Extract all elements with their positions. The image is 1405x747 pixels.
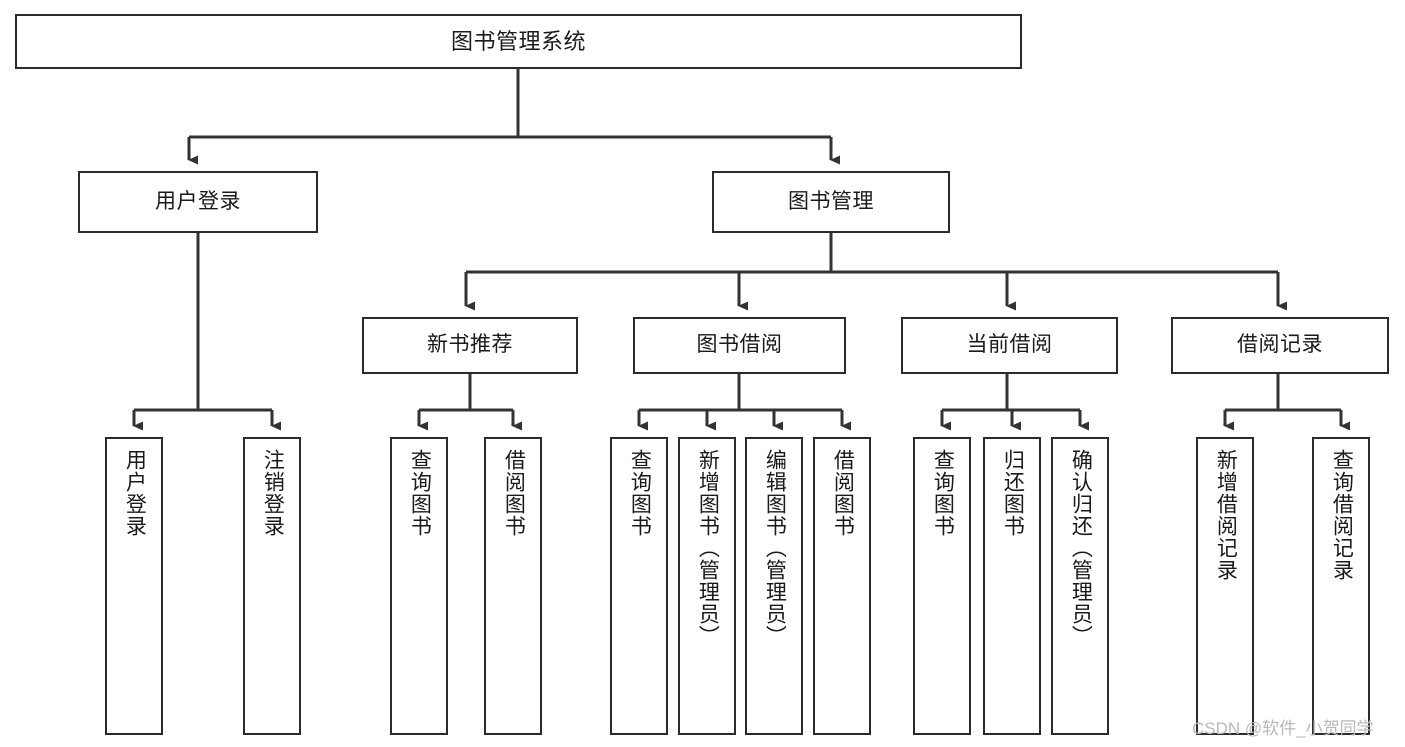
node-leaf-query-record-label: 查询借阅记录 xyxy=(1330,449,1354,581)
node-leaf-user-login-label: 用户登录 xyxy=(123,449,147,537)
node-leaf-query-book[interactable]: 查询图书 xyxy=(610,437,668,735)
node-leaf-add-record-label: 新增借阅记录 xyxy=(1214,449,1238,581)
node-leaf-return-book-label: 归还图书 xyxy=(1001,449,1025,537)
node-leaf-edit-book[interactable]: 编辑图书（管理员） xyxy=(745,437,803,735)
node-leaf-borrow-book-label: 借阅图书 xyxy=(831,449,855,537)
node-current-borrow[interactable]: 当前借阅 xyxy=(901,317,1118,374)
node-leaf-user-login[interactable]: 用户登录 xyxy=(105,437,163,735)
node-current-borrow-label: 当前借阅 xyxy=(966,333,1053,357)
node-borrow-record-label: 借阅记录 xyxy=(1237,333,1323,357)
node-book-manage-label: 图书管理 xyxy=(788,189,874,213)
node-leaf-borrow-book-rec[interactable]: 借阅图书 xyxy=(484,437,542,735)
node-new-book-rec[interactable]: 新书推荐 xyxy=(362,317,578,374)
node-leaf-user-logout[interactable]: 注销登录 xyxy=(243,437,301,735)
node-leaf-add-record[interactable]: 新增借阅记录 xyxy=(1196,437,1254,735)
node-user-login[interactable]: 用户登录 xyxy=(78,171,318,233)
node-leaf-borrow-book-rec-label: 借阅图书 xyxy=(502,449,526,537)
node-leaf-user-logout-label: 注销登录 xyxy=(261,449,285,537)
node-leaf-return-book[interactable]: 归还图书 xyxy=(983,437,1041,735)
node-book-borrow[interactable]: 图书借阅 xyxy=(633,317,846,374)
node-user-login-label: 用户登录 xyxy=(155,189,241,213)
node-leaf-query-book-rec[interactable]: 查询图书 xyxy=(390,437,448,735)
node-leaf-query-book-cur[interactable]: 查询图书 xyxy=(913,437,971,735)
node-book-manage[interactable]: 图书管理 xyxy=(712,171,950,233)
node-leaf-query-book-cur-label: 查询图书 xyxy=(931,449,955,537)
node-leaf-confirm-return-label: 确认归还（管理员） xyxy=(1069,449,1093,647)
node-borrow-record[interactable]: 借阅记录 xyxy=(1171,317,1389,374)
node-book-borrow-label: 图书借阅 xyxy=(696,333,783,357)
csdn-watermark: CSDN @软件_小贺同学 xyxy=(1192,719,1374,738)
node-leaf-borrow-book[interactable]: 借阅图书 xyxy=(813,437,871,735)
node-leaf-add-book[interactable]: 新增图书（管理员） xyxy=(678,437,736,735)
node-leaf-edit-book-label: 编辑图书（管理员） xyxy=(763,449,787,647)
node-new-book-rec-label: 新书推荐 xyxy=(427,333,513,357)
node-leaf-query-book-label: 查询图书 xyxy=(628,449,652,537)
node-leaf-query-record[interactable]: 查询借阅记录 xyxy=(1312,437,1370,735)
node-root-label: 图书管理系统 xyxy=(450,28,586,54)
node-leaf-query-book-rec-label: 查询图书 xyxy=(408,449,432,537)
node-leaf-add-book-label: 新增图书（管理员） xyxy=(696,449,720,647)
node-leaf-confirm-return[interactable]: 确认归还（管理员） xyxy=(1051,437,1109,735)
node-root[interactable]: 图书管理系统 xyxy=(15,14,1022,69)
